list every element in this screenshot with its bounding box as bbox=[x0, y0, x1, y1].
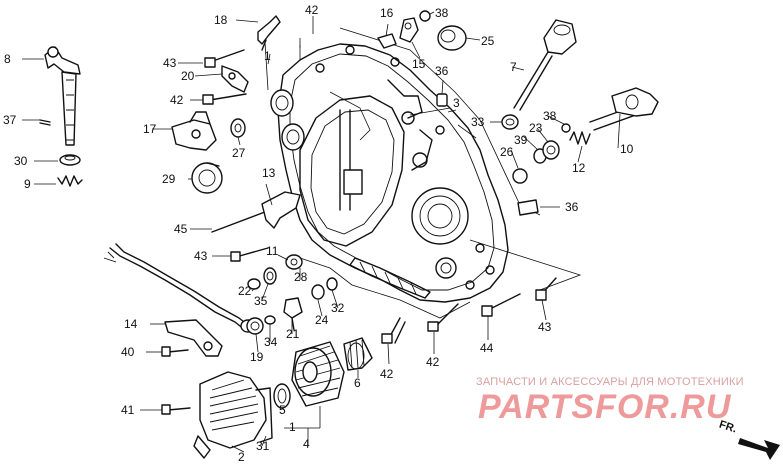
label-part-6: 6 bbox=[354, 376, 361, 390]
label-part-44: 44 bbox=[480, 341, 494, 355]
label-part-42d: 42 bbox=[305, 3, 319, 17]
label-part-37: 37 bbox=[3, 113, 17, 127]
label-part-38a: 38 bbox=[435, 6, 449, 20]
label-part-43a: 43 bbox=[163, 56, 177, 70]
label-part-29: 29 bbox=[162, 172, 176, 186]
label-part-3: 3 bbox=[453, 96, 460, 110]
label-part-20: 20 bbox=[181, 69, 195, 83]
label-part-8: 8 bbox=[4, 52, 11, 66]
label-part-41: 41 bbox=[121, 403, 135, 417]
label-part-43b: 43 bbox=[194, 249, 208, 263]
label-part-10: 10 bbox=[620, 142, 634, 156]
assembly-lines bbox=[264, 27, 582, 319]
label-part-35: 35 bbox=[254, 294, 268, 308]
label-part-43c: 43 bbox=[538, 320, 552, 334]
watermark-logo: PARTSFOR.RU bbox=[478, 388, 732, 426]
label-part-1a: 1 bbox=[264, 49, 271, 63]
crankcase-cover bbox=[270, 43, 509, 303]
label-part-4: 4 bbox=[303, 437, 310, 451]
front-arrow-icon bbox=[738, 438, 780, 460]
label-part-42c: 42 bbox=[426, 355, 440, 369]
cable-assembly bbox=[103, 243, 256, 357]
label-part-36a: 36 bbox=[435, 64, 449, 78]
label-part-34: 34 bbox=[264, 335, 278, 349]
label-part-5: 5 bbox=[279, 403, 286, 417]
watermark-caption: ЗАПЧАСТИ И АКСЕССУАРЫ ДЛЯ МОТОТЕХНИКИ bbox=[476, 376, 744, 388]
label-part-31: 31 bbox=[256, 439, 270, 453]
label-part-2: 2 bbox=[238, 450, 245, 464]
label-part-13: 13 bbox=[262, 166, 276, 180]
label-part-27: 27 bbox=[232, 146, 246, 160]
label-part-40: 40 bbox=[121, 345, 135, 359]
label-part-42b: 42 bbox=[380, 367, 394, 381]
label-part-38b: 38 bbox=[543, 109, 557, 123]
label-part-22: 22 bbox=[238, 284, 252, 298]
label-part-24: 24 bbox=[315, 313, 329, 327]
label-part-33: 33 bbox=[471, 115, 485, 129]
left-parts bbox=[171, 15, 301, 262]
filter-cover bbox=[161, 371, 273, 459]
label-part-14: 14 bbox=[124, 317, 138, 331]
label-part-16: 16 bbox=[380, 6, 394, 20]
label-part-7: 7 bbox=[510, 60, 517, 74]
label-part-11: 11 bbox=[266, 244, 279, 258]
label-part-32: 32 bbox=[331, 301, 345, 315]
label-part-12: 12 bbox=[572, 161, 586, 175]
label-part-36b: 36 bbox=[565, 200, 579, 214]
label-part-28: 28 bbox=[294, 270, 308, 284]
label-part-9: 9 bbox=[24, 177, 31, 191]
label-part-26: 26 bbox=[500, 145, 514, 159]
label-part-21: 21 bbox=[286, 327, 300, 341]
label-part-39: 39 bbox=[514, 133, 528, 147]
label-part-19: 19 bbox=[250, 350, 264, 364]
label-part-23: 23 bbox=[529, 121, 543, 135]
label-part-18: 18 bbox=[214, 13, 228, 27]
oil-filter bbox=[273, 337, 373, 409]
label-part-25: 25 bbox=[481, 34, 495, 48]
bolts-lower bbox=[381, 277, 557, 344]
label-part-45: 45 bbox=[174, 222, 188, 236]
label-part-17: 17 bbox=[143, 122, 157, 136]
label-part-42a: 42 bbox=[170, 93, 184, 107]
label-part-1b: 1 bbox=[289, 420, 296, 434]
right-parts bbox=[501, 87, 659, 216]
top-right-parts bbox=[377, 10, 577, 111]
label-part-15: 15 bbox=[412, 57, 426, 71]
leader-lines bbox=[22, 11, 621, 453]
shift-shaft-assembly bbox=[39, 46, 83, 187]
label-part-30: 30 bbox=[14, 154, 28, 168]
